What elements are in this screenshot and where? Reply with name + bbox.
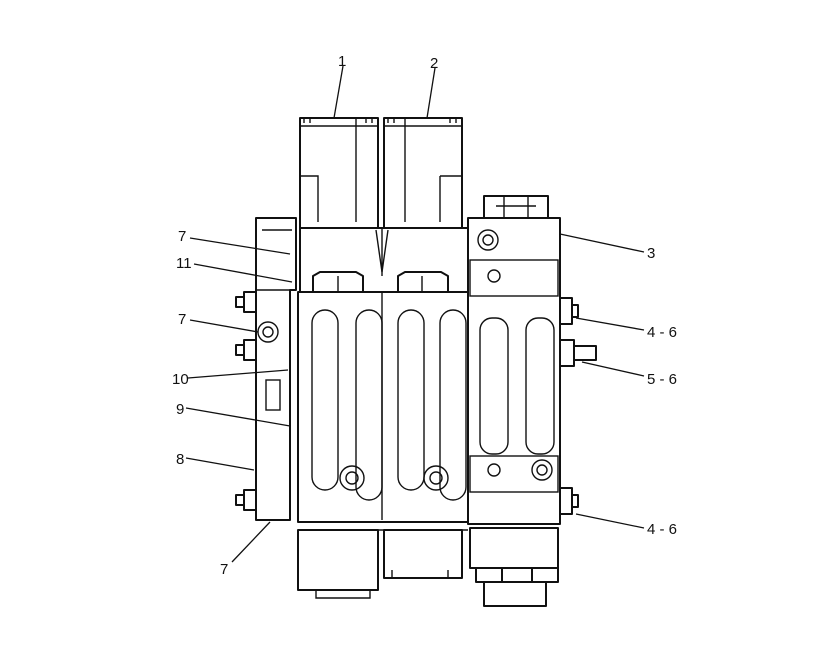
callout-4-6-lower: 4 - 6 (647, 521, 677, 538)
callout-labels: 1 2 3 4 - 6 5 - 6 4 - 6 7 11 7 10 9 8 7 (172, 53, 677, 578)
solenoid-2 (383, 117, 463, 231)
callout-4-6-upper: 4 - 6 (647, 324, 677, 341)
callout-8: 8 (176, 451, 184, 468)
solenoid-3 (467, 195, 597, 525)
callout-9: 9 (176, 401, 184, 418)
callout-3: 3 (647, 245, 655, 262)
bottom-components (297, 527, 559, 607)
callout-7-middle: 7 (178, 311, 186, 328)
callout-10: 10 (172, 371, 189, 388)
callout-7-bottom: 7 (220, 561, 228, 578)
left-side-bolts (235, 291, 279, 511)
callout-5-6: 5 - 6 (647, 371, 677, 388)
solenoid-1 (299, 117, 379, 231)
callout-7-top: 7 (178, 228, 186, 245)
leader-lines (185, 65, 645, 563)
main-body (297, 291, 469, 531)
upper-body (299, 227, 469, 293)
callout-2: 2 (430, 55, 438, 72)
callout-1: 1 (338, 53, 346, 70)
callout-11: 11 (176, 255, 192, 272)
end-plate-left (255, 217, 297, 521)
